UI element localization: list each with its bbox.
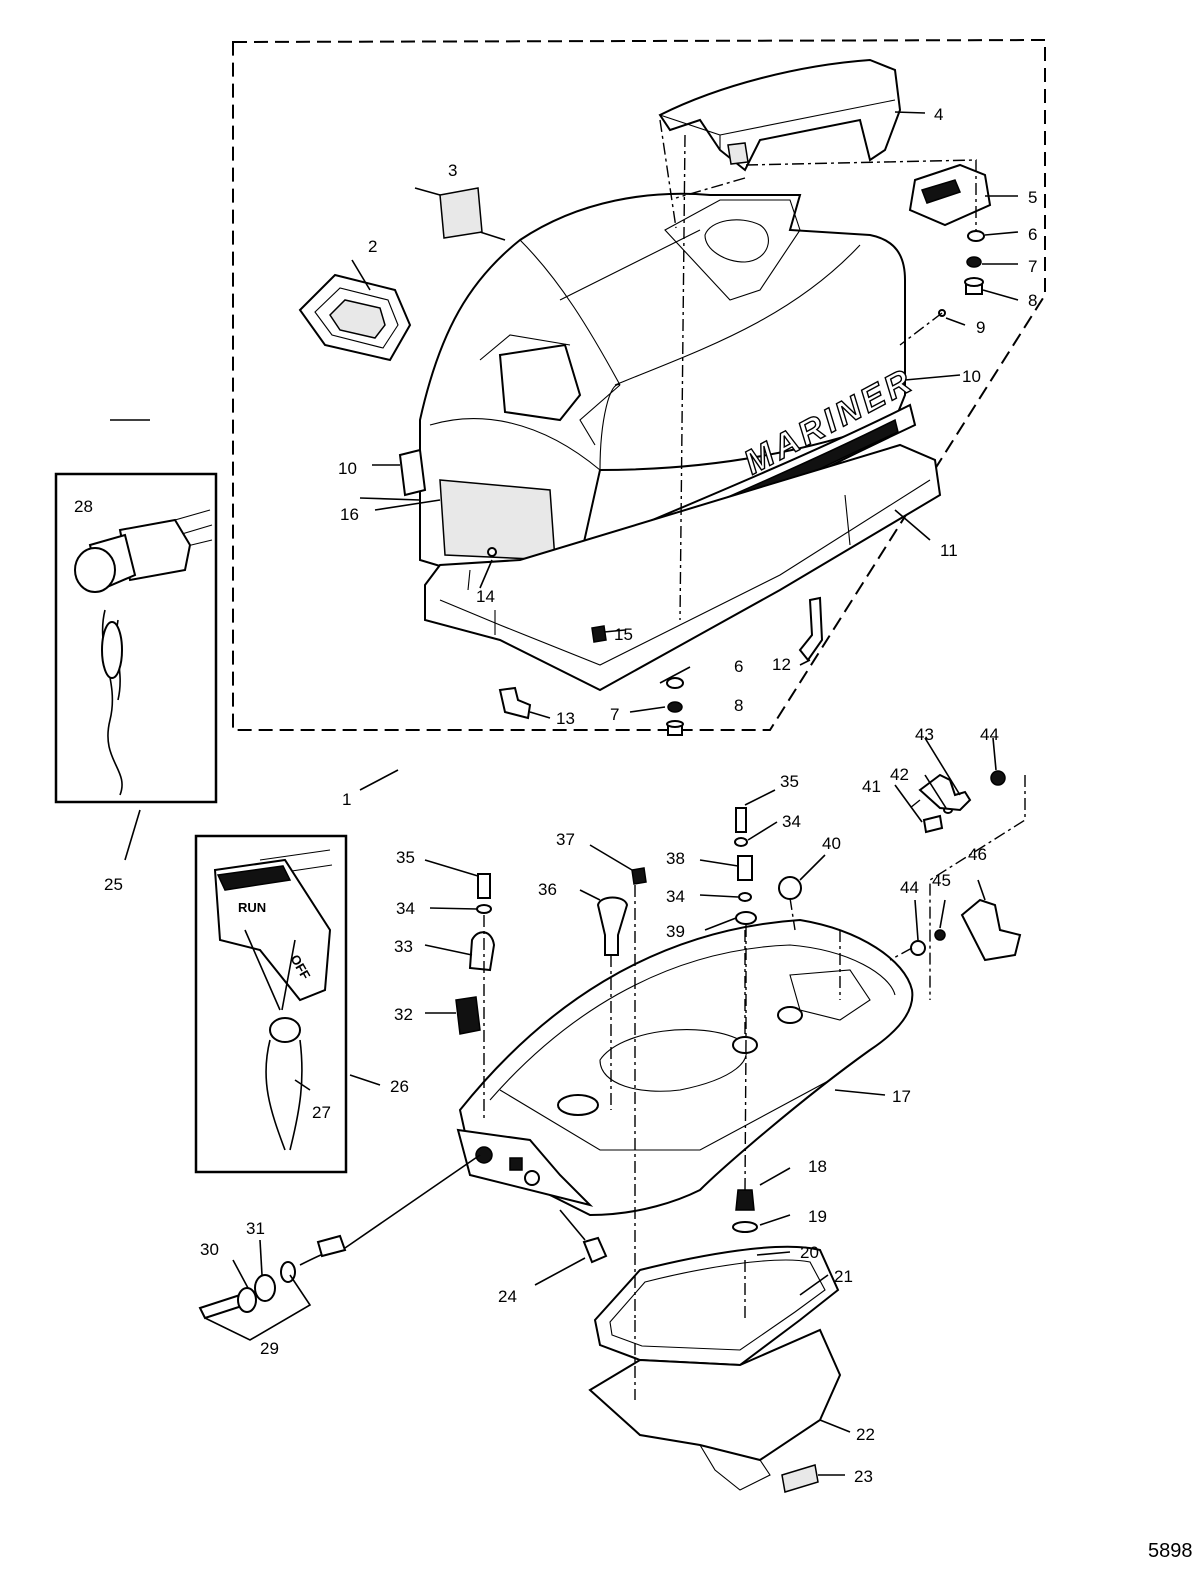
hood-cover [658,58,902,172]
switch-text-run: RUN [238,900,266,915]
latch-hardware-41-44 [918,770,1006,834]
callout-24: 24 [498,1287,517,1306]
gasket-21-inner [609,1259,826,1351]
bracket-12 [798,596,824,662]
callout-3: 3 [448,161,457,180]
callout-1: 1 [342,790,351,809]
sleeve-38 [737,855,753,881]
callout-8a: 8 [1028,291,1037,310]
callout-33: 33 [394,937,413,956]
callout-31: 31 [246,1219,265,1238]
callout-20: 20 [800,1243,819,1262]
screw-35a [477,873,491,899]
hardware-stack-right [964,230,985,295]
clip-24 [582,1236,608,1264]
callout-43: 43 [915,725,934,744]
callout-46: 46 [968,845,987,864]
callout-21: 21 [834,1267,853,1286]
washer-39 [735,911,757,925]
bracket-13 [498,686,532,720]
window-gasket [298,273,412,362]
callout-34b: 34 [782,812,801,831]
decal-23 [781,1464,819,1493]
callout-5: 5 [1028,188,1037,207]
clip-14 [487,547,497,557]
callout-38: 38 [666,849,685,868]
callout-12: 12 [772,655,791,674]
washer-34b [734,837,748,847]
grommet-32 [455,996,481,1035]
callout-44b: 44 [900,878,919,897]
callout-2: 2 [368,237,377,256]
callout-7a: 7 [1028,257,1037,276]
latch-hardware-44-46 [910,898,1022,962]
callout-13: 13 [556,709,575,728]
gasket-21 [593,1245,840,1367]
callout-27: 27 [312,1103,331,1122]
lower-pan-22 [588,1328,842,1462]
callout-9: 9 [976,318,985,337]
callout-41: 41 [862,777,881,796]
alignment-lines-upper [659,119,977,621]
callout-34a: 34 [396,899,415,918]
callout-labels: 1 2 3 4 5 6 7 8 9 10 10 11 12 13 14 15 1… [74,105,1037,1486]
callout-29: 29 [260,1339,279,1358]
callout-19: 19 [808,1207,827,1226]
callout-6b: 6 [734,657,743,676]
callout-25: 25 [104,875,123,894]
grommet-40 [778,876,802,900]
callout-6a: 6 [1028,225,1037,244]
washer-34a [476,904,492,914]
callout-45: 45 [932,871,951,890]
cowl-seal-band [424,443,942,692]
callout-32: 32 [394,1005,413,1024]
callout-35a: 35 [396,848,415,867]
alignment-lines-lower [483,775,1026,1400]
callout-23: 23 [854,1467,873,1486]
hardware-stack-center [666,677,684,736]
callout-16: 16 [340,505,359,524]
callout-18: 18 [808,1157,827,1176]
callout-4: 4 [934,105,943,124]
callout-30: 30 [200,1240,219,1259]
callout-14: 14 [476,587,495,606]
lanyard-clip-drawing: RUN OFF [213,849,333,1151]
callout-15: 15 [614,625,633,644]
washer-34c [738,892,752,902]
callout-leader-lines [110,111,1019,1476]
bracket-33 [468,931,496,972]
bushing-kit-29 [198,1234,347,1320]
lower-pan-22-rim [699,1444,771,1491]
latch-block [908,163,992,227]
callout-34c: 34 [666,887,685,906]
callout-8b: 8 [734,696,743,715]
decal-3 [439,187,483,239]
clip-37 [631,867,647,885]
fitting-36 [596,896,629,956]
callout-26: 26 [390,1077,409,1096]
inset-stop-switch-frame [54,472,218,804]
clip-15 [591,625,607,643]
callout-39: 39 [666,922,685,941]
top-cowl: MARINER [398,192,921,582]
callout-44a: 44 [980,725,999,744]
callout-11: 11 [940,541,958,560]
callout-7b: 7 [610,705,619,724]
callout-42: 42 [890,765,909,784]
screw-35b [735,807,747,833]
figure-number: 5898 [1148,1540,1193,1562]
callout-37: 37 [556,830,575,849]
callout-22: 22 [856,1425,875,1444]
callout-17: 17 [892,1087,911,1106]
callout-35b: 35 [780,772,799,791]
callout-36: 36 [538,880,557,899]
bottom-cowl [456,918,914,1217]
callout-40: 40 [822,834,841,853]
stop-switch-drawing [74,509,213,796]
callout-10a: 10 [338,459,357,478]
callout-28: 28 [74,497,93,516]
callout-10b: 10 [962,367,981,386]
